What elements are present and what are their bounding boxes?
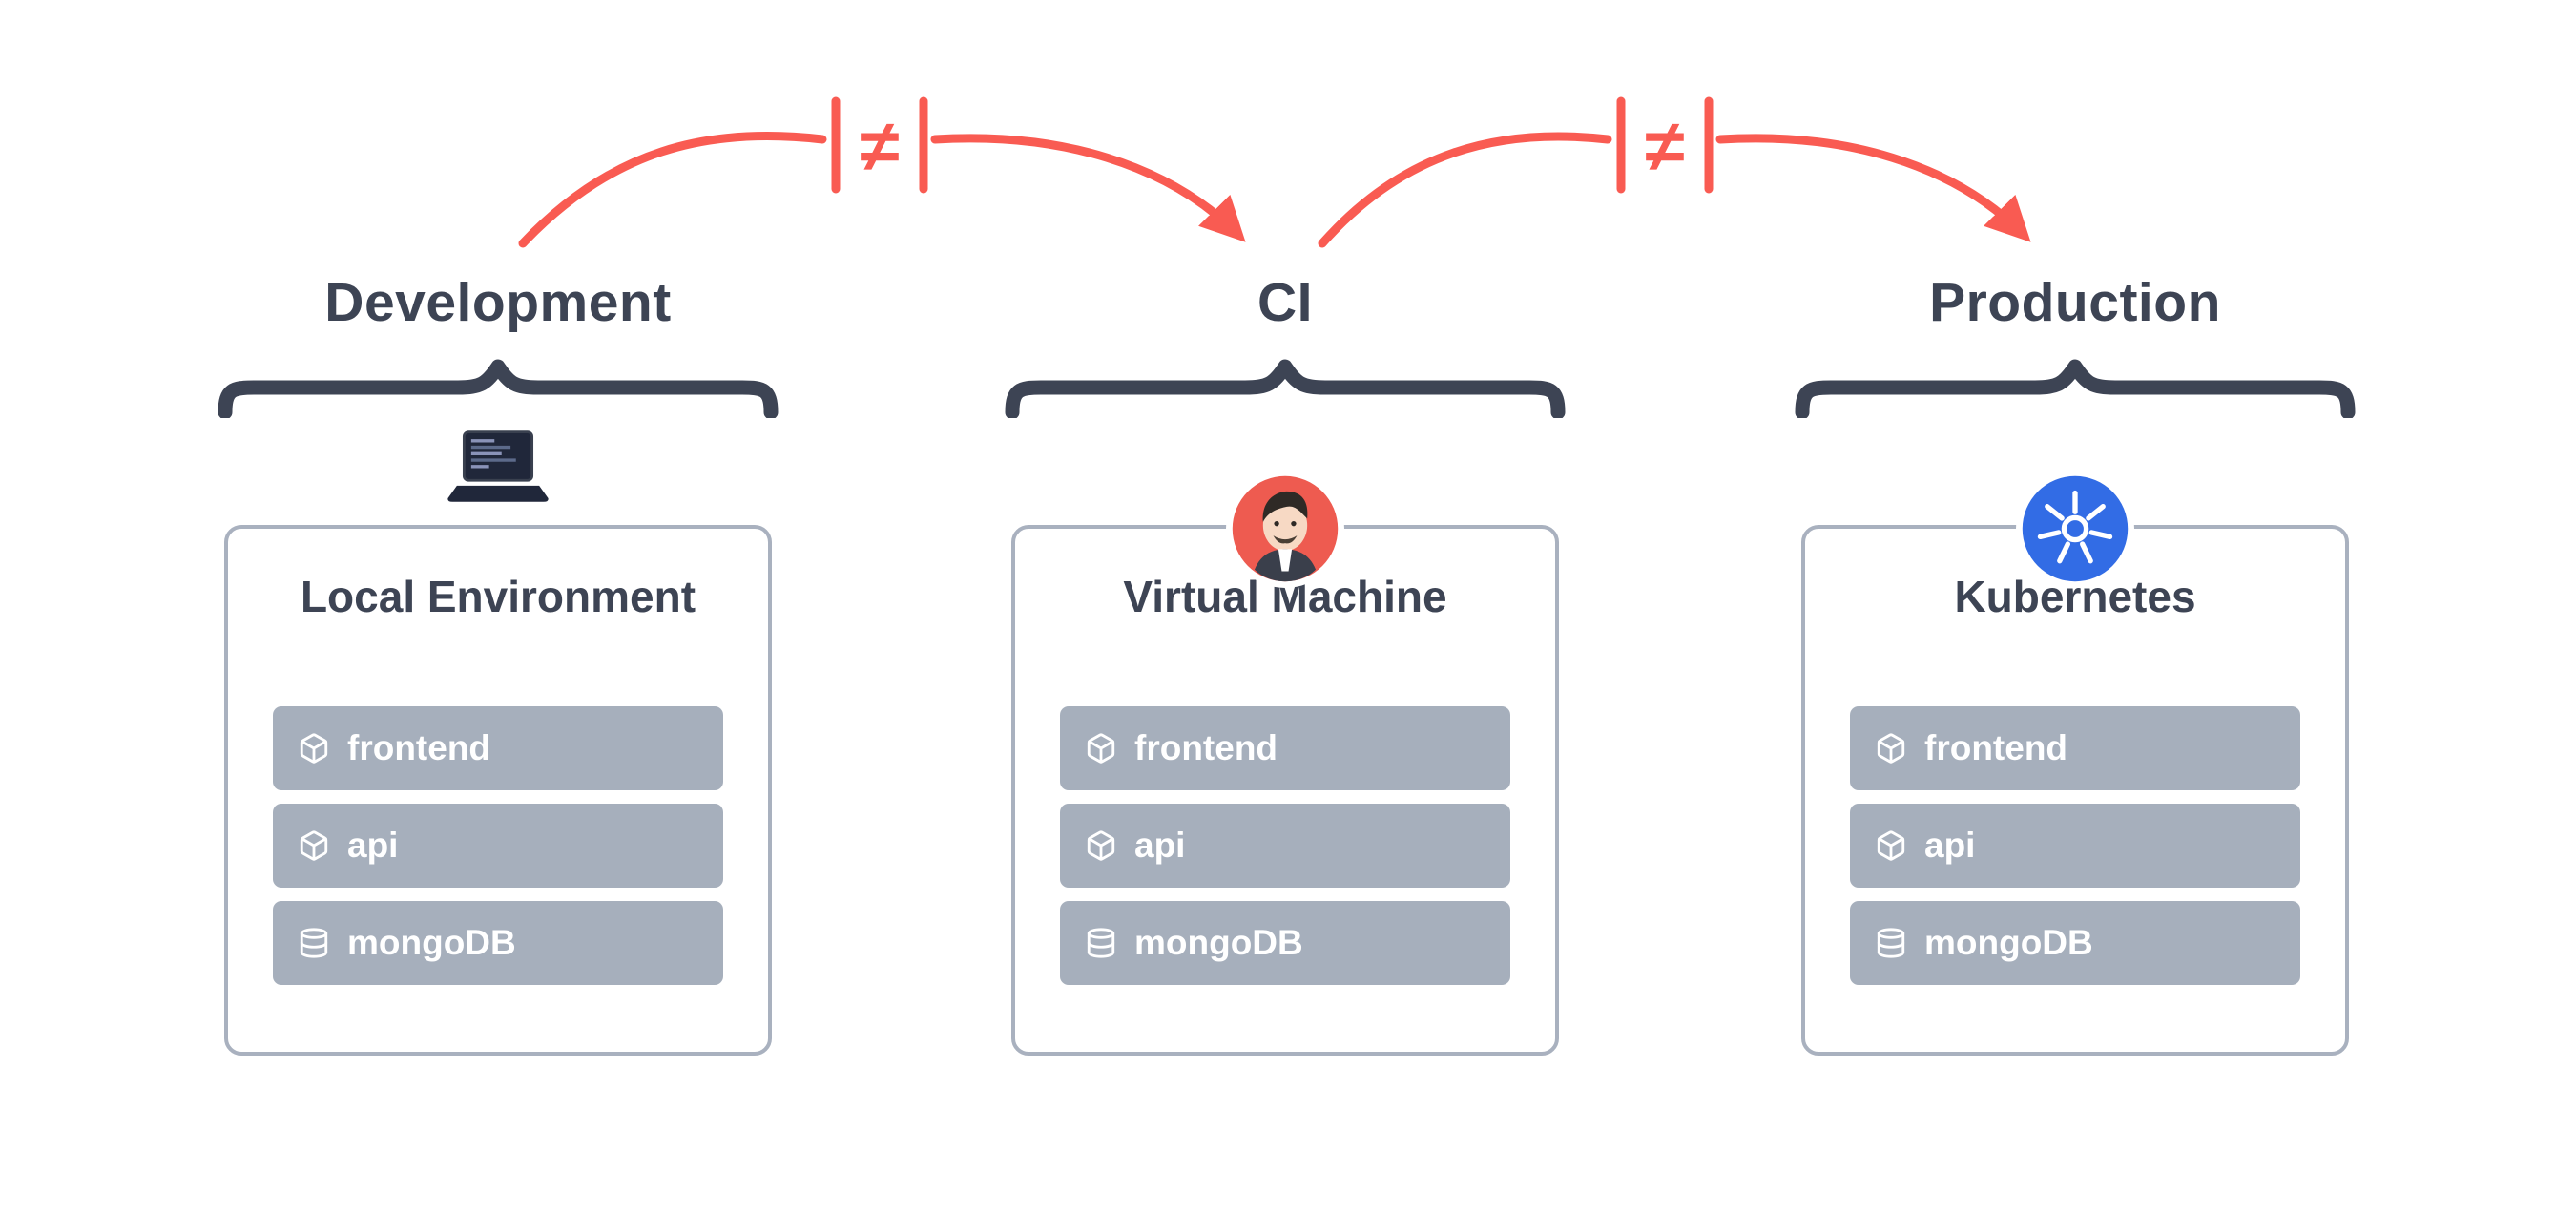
service-list: frontend api mongoDB	[1015, 706, 1555, 985]
service-label: api	[1924, 826, 1976, 865]
curly-brace	[1795, 359, 2356, 418]
service-label: mongoDB	[1924, 923, 2093, 962]
list-item: api	[1850, 804, 2300, 888]
list-item: api	[273, 804, 723, 888]
service-label: frontend	[347, 728, 491, 767]
service-label: frontend	[1924, 728, 2068, 767]
database-icon	[1877, 928, 1905, 958]
environment-card: Kubernetes frontend api	[1801, 470, 2349, 1056]
database-icon	[300, 928, 328, 958]
not-equal-symbol: ≠	[860, 106, 900, 187]
list-item: mongoDB	[273, 901, 723, 985]
environment-card: Local Environment frontend	[224, 429, 772, 1056]
column-header: Production	[1929, 272, 2221, 333]
service-list: frontend api mongoDB	[1805, 706, 2345, 985]
cube-icon	[300, 733, 328, 764]
arrow-curve-left	[518, 131, 827, 248]
card-wrapper: Local Environment frontend	[202, 429, 794, 1056]
service-label: api	[347, 826, 399, 865]
list-item: mongoDB	[1060, 901, 1510, 985]
database-icon	[1087, 928, 1115, 958]
list-item: mongoDB	[1850, 901, 2300, 985]
arrow-curve-right	[1715, 134, 2031, 242]
arrow-dev-to-ci: ≠	[518, 96, 1246, 248]
column-development: Development Local Environment	[202, 269, 794, 1056]
column-header: Development	[324, 272, 672, 333]
not-equal-symbol: ≠	[1645, 106, 1685, 187]
column-header: CI	[1257, 272, 1313, 333]
arrow-curve-right	[930, 134, 1246, 242]
card-wrapper: Kubernetes frontend api	[1779, 470, 2371, 1056]
cube-icon	[1087, 733, 1115, 764]
laptop-icon	[431, 429, 565, 510]
service-label: frontend	[1134, 728, 1278, 767]
arrow-curve-left	[1318, 132, 1612, 248]
list-item: frontend	[1850, 706, 2300, 790]
card-title: Local Environment	[300, 572, 696, 621]
list-item: frontend	[273, 706, 723, 790]
curly-brace	[218, 359, 779, 418]
cube-icon	[300, 830, 328, 861]
service-label: api	[1134, 826, 1186, 865]
column-ci: CI Virtual Machine	[989, 269, 1581, 1056]
curly-brace	[1005, 359, 1566, 418]
cube-icon	[1877, 830, 1905, 861]
cube-icon	[1877, 733, 1905, 764]
column-production: Production	[1779, 269, 2371, 1056]
arrow-ci-to-prod: ≠	[1318, 96, 2031, 248]
environment-card: Virtual Machine frontend	[1011, 470, 1559, 1056]
service-label: mongoDB	[1134, 923, 1303, 962]
list-item: frontend	[1060, 706, 1510, 790]
cube-icon	[1087, 830, 1115, 861]
jenkins-icon	[1226, 470, 1344, 588]
card-wrapper: Virtual Machine frontend	[989, 470, 1581, 1056]
list-item: api	[1060, 804, 1510, 888]
kubernetes-icon	[2016, 470, 2134, 588]
service-list: frontend api mongoDB	[228, 706, 768, 985]
service-label: mongoDB	[347, 923, 516, 962]
